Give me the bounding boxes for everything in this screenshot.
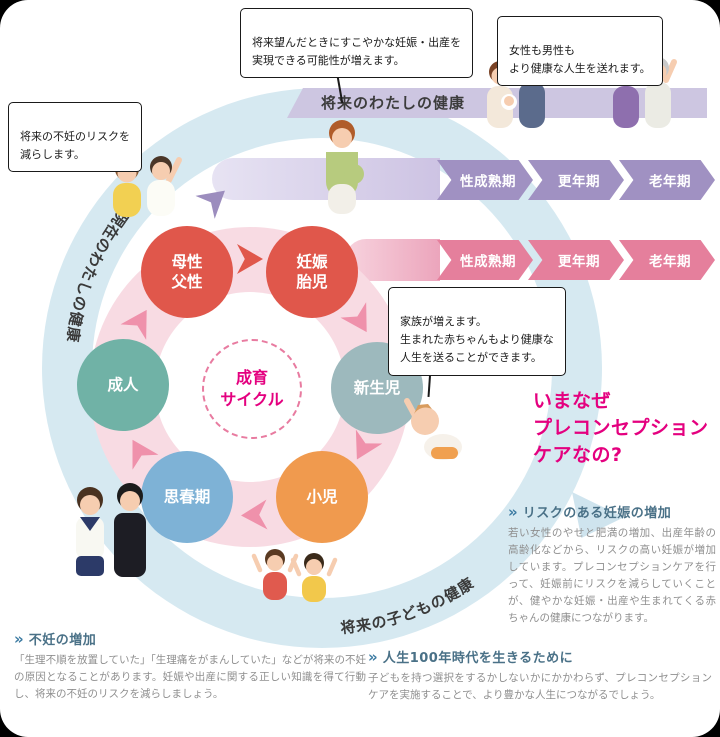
cycle-stage-pregnancy-fetus: 妊娠 胎児 (266, 226, 358, 318)
bubble-text: 将来の不妊のリスクを 減らします。 (20, 130, 130, 162)
section-heading: » 不妊の増加 (14, 629, 366, 648)
growth-cycle-center: 成育 サイクル (202, 339, 302, 439)
section-title: 不妊の増加 (28, 633, 97, 648)
why-preconception-headline: いまなぜ プレコンセプション ケアなの? (533, 390, 709, 466)
stage-chevron-label: 性成熟期 (460, 174, 516, 190)
stage-label: 成人 (107, 375, 139, 394)
stage-label: 妊娠 胎児 (296, 252, 328, 291)
healthy-life-bubble: 女性も男性も より健康な人生を送れます。 (497, 16, 663, 87)
section-heading: » 人生100年時代を生きるために (368, 647, 712, 666)
double-chevron-icon: » (14, 630, 24, 648)
cycle-stage-adolescence: 思春期 (141, 451, 233, 543)
stage-label: 新生児 (353, 378, 401, 397)
bubble-text: 将来望んだときにすこやかな妊娠・出産を 実現できる可能性が増えます。 (252, 36, 462, 68)
cycle-stage-motherhood-fatherhood: 母性 父性 (141, 226, 233, 318)
section-title: 人生100年時代を生きるために (382, 651, 574, 666)
healthy-pregnancy-bubble: 将来望んだときにすこやかな妊娠・出産を 実現できる可能性が増えます。 (240, 8, 474, 79)
family-grows-bubble: 家族が増えます。 生まれた赤ちゃんもより健康な 人生を送ることができます。 (388, 287, 566, 376)
section-body: 子どもを持つ選択をするかしないかにかかわらず、プレコンセプションケアを実施するこ… (368, 672, 712, 701)
pink-stage-konenki: 更年期 (528, 240, 624, 280)
stage-label: 思春期 (163, 487, 211, 506)
section-body: 「生理不順を放置していた」「生理痛をがまんしていた」などが将来の不妊の原因となる… (14, 654, 366, 700)
pregnant-woman-illustration (326, 120, 364, 214)
stage-chevron-label: 性成熟期 (460, 254, 516, 270)
section-risky-pregnancy: » リスクのある妊娠の増加 若い女性のやせと肥満の増加、出産年齢の高齢化などから… (508, 502, 716, 627)
double-chevron-icon: » (368, 648, 378, 666)
pink-stage-ronenki: 老年期 (619, 240, 715, 280)
bubble-text: 女性も男性も より健康な人生を送れます。 (509, 44, 651, 76)
students-illustration (76, 483, 146, 577)
stage-chevron-label: 老年期 (649, 174, 691, 190)
purple-stage-konenki: 更年期 (528, 160, 624, 200)
section-infertility-increase: » 不妊の増加 「生理不順を放置していた」「生理痛をがまんしていた」などが将来の… (14, 629, 366, 703)
bubble-text: 家族が増えます。 生まれた赤ちゃんもより健康な 人生を送ることができます。 (400, 315, 554, 365)
stage-chevron-label: 更年期 (558, 254, 600, 270)
purple-stage-seiseijukuki: 性成熟期 (437, 160, 533, 200)
purple-stage-ronenki: 老年期 (619, 160, 715, 200)
stage-label: 母性 父性 (171, 252, 203, 291)
section-heading: » リスクのある妊娠の増加 (508, 502, 716, 521)
children-illustration (251, 549, 338, 602)
section-body: 若い女性のやせと肥満の増加、出産年齢の高齢化などから、リスクの高い妊娠が増加して… (508, 527, 716, 624)
cycle-stage-child: 小児 (276, 451, 368, 543)
section-title: リスクのある妊娠の増加 (522, 506, 672, 521)
stage-chevron-label: 更年期 (558, 174, 600, 190)
section-100-year-life: » 人生100年時代を生きるために 子どもを持つ選択をするかしないかにかかわらず… (368, 647, 712, 704)
couple-illustration (113, 156, 182, 217)
infertility-risk-bubble: 将来の不妊のリスクを 減らします。 (8, 102, 142, 173)
stage-label: 小児 (306, 487, 338, 506)
growth-cycle-center-label: 成育 サイクル (220, 368, 284, 409)
cycle-stage-adult: 成人 (77, 339, 169, 431)
pink-stage-seiseijukuki: 性成熟期 (437, 240, 533, 280)
baby-illustration (404, 398, 462, 460)
future-health-band-label: 将来のわたしの健康 (321, 94, 466, 112)
double-chevron-icon: » (508, 503, 518, 521)
stage-chevron-label: 老年期 (649, 254, 691, 270)
